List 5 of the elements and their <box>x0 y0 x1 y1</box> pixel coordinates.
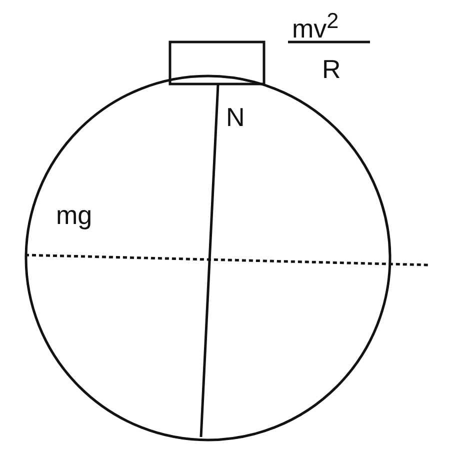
force-label: mg <box>56 202 92 228</box>
denominator-text: R <box>322 56 341 82</box>
force-label: N <box>226 104 245 130</box>
numerator-text: mv$^{2}$ <box>292 10 339 42</box>
block <box>168 40 266 86</box>
